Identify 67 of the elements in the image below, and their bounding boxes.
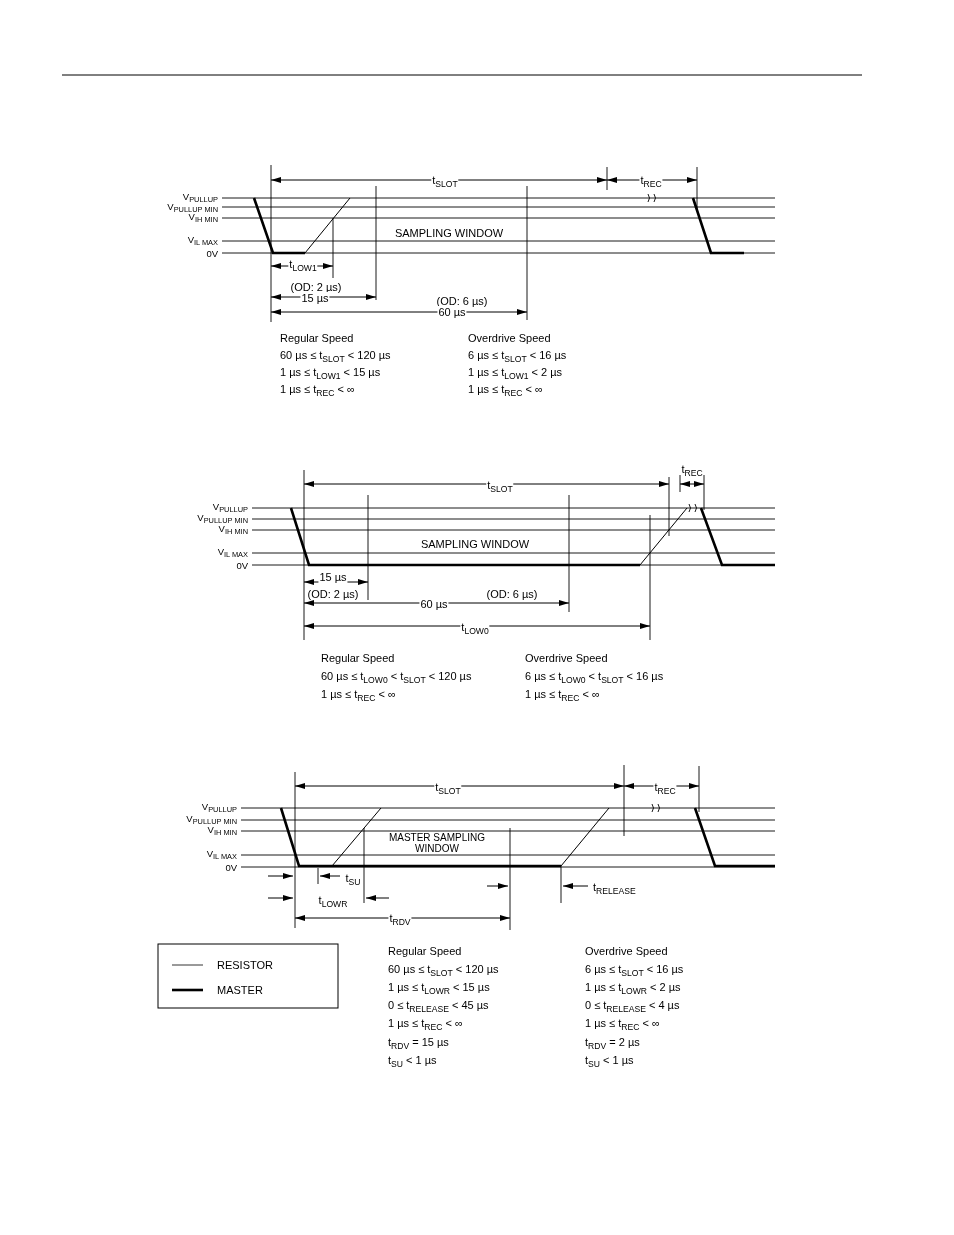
spec-text: 1 µs ≤ t$_{REC}$ < ∞ [320,688,397,700]
voltage-level-label: V$_{IH MIN}$ [218,523,248,533]
voltage-level-label: V$_{PULLUP MIN}$ [197,512,248,522]
spec-text: 1 µs ≤ t$_{REC}$ < ∞ [279,383,356,395]
spec-text: 1 µs ≤ t$_{LOW1}$ < 15 µs [279,366,382,378]
timing-label: t$_{LOWR}$ [317,894,349,906]
spec-text: 1 µs ≤ t$_{REC}$ < ∞ [524,688,601,700]
spec-text: 1 µs ≤ t$_{LOWR}$ < 15 µs [387,981,491,993]
voltage-level-label: V$_{PULLUP}$ [201,801,237,811]
spec-text: t$_{SU}$ < 1 µs [584,1054,635,1066]
spec-text: Regular Speed [387,945,463,957]
voltage-level-label: V$_{PULLUP MIN}$ [167,201,218,211]
timing-label: (OD: 2 µs) [289,281,343,293]
legend-label: RESISTOR [217,959,274,971]
spec-text: t$_{RDV}$ = 2 µs [584,1036,641,1048]
voltage-level-label: 0V [236,560,248,570]
spec-text: 60 µs ≤ t$_{LOW0}$ < t$_{SLOT}$ < 120 µs [320,670,473,682]
spec-text: Regular Speed [279,332,355,344]
timing-label: t$_{SU}$ [344,872,362,884]
legend-label: MASTER [217,984,263,996]
timing-label: (OD: 6 µs) [485,588,539,600]
spec-text: Overdrive Speed [584,945,669,957]
spec-text: 0 ≤ t$_{RELEASE}$ < 45 µs [387,999,490,1011]
timing-label: t$_{REC}$ [680,463,704,475]
spec-text: 60 µs ≤ t$_{SLOT}$ < 120 µs [387,963,500,975]
timing-label: t$_{RDV}$ [388,912,412,924]
timing-label: t$_{SLOT}$ [431,174,459,186]
timing-label: 15 µs [300,292,330,304]
spec-text: 60 µs ≤ t$_{SLOT}$ < 120 µs [279,349,392,361]
timing-label: t$_{REC}$ [639,174,663,186]
voltage-level-label: 0V [225,862,237,872]
timing-label: (OD: 2 µs) [306,588,360,600]
spec-text: 0 ≤ t$_{RELEASE}$ < 4 µs [584,999,681,1011]
spec-text: 1 µs ≤ t$_{REC}$ < ∞ [467,383,544,395]
spec-text: Regular Speed [320,652,396,664]
timing-label: 60 µs [419,598,449,610]
timing-label: SAMPLING WINDOW [393,227,505,239]
spec-text: 6 µs ≤ t$_{LOW0}$ < t$_{SLOT}$ < 16 µs [524,670,665,682]
voltage-level-label: V$_{IL MAX}$ [206,848,237,858]
timing-label: t$_{LOW0}$ [460,621,490,633]
spec-text: 6 µs ≤ t$_{SLOT}$ < 16 µs [584,963,685,975]
voltage-level-label: V$_{PULLUP}$ [212,501,248,511]
spec-text: 1 µs ≤ t$_{LOW1}$ < 2 µs [467,366,564,378]
voltage-level-label: V$_{IH MIN}$ [207,824,237,834]
spec-text: 6 µs ≤ t$_{SLOT}$ < 16 µs [467,349,568,361]
spec-text: 1 µs ≤ t$_{REC}$ < ∞ [584,1017,661,1029]
spec-text: 1 µs ≤ t$_{LOWR}$ < 2 µs [584,981,682,993]
timing-label: t$_{RELEASE}$ [592,881,637,893]
timing-label: t$_{LOW1}$ [288,258,318,270]
timing-label: SAMPLING WINDOW [419,538,531,550]
timing-label: t$_{SLOT}$ [434,781,462,793]
timing-label: t$_{REC}$ [653,781,677,793]
spec-text: Overdrive Speed [524,652,609,664]
spec-text: 1 µs ≤ t$_{REC}$ < ∞ [387,1017,464,1029]
spec-text: t$_{RDV}$ = 15 µs [387,1036,450,1048]
voltage-level-label: V$_{IL MAX}$ [187,234,218,244]
spec-text: Overdrive Speed [467,332,552,344]
timing-label: (OD: 6 µs) [435,295,489,307]
spec-text: t$_{SU}$ < 1 µs [387,1054,438,1066]
voltage-level-label: V$_{IH MIN}$ [188,211,218,221]
timing-label: t$_{SLOT}$ [486,479,514,491]
voltage-level-label: 0V [206,248,218,258]
voltage-level-label: V$_{PULLUP MIN}$ [186,813,237,823]
timing-label: 60 µs [437,306,467,318]
voltage-level-label: V$_{PULLUP}$ [182,191,218,201]
voltage-level-label: V$_{IL MAX}$ [217,546,248,556]
timing-label: 15 µs [318,571,348,583]
